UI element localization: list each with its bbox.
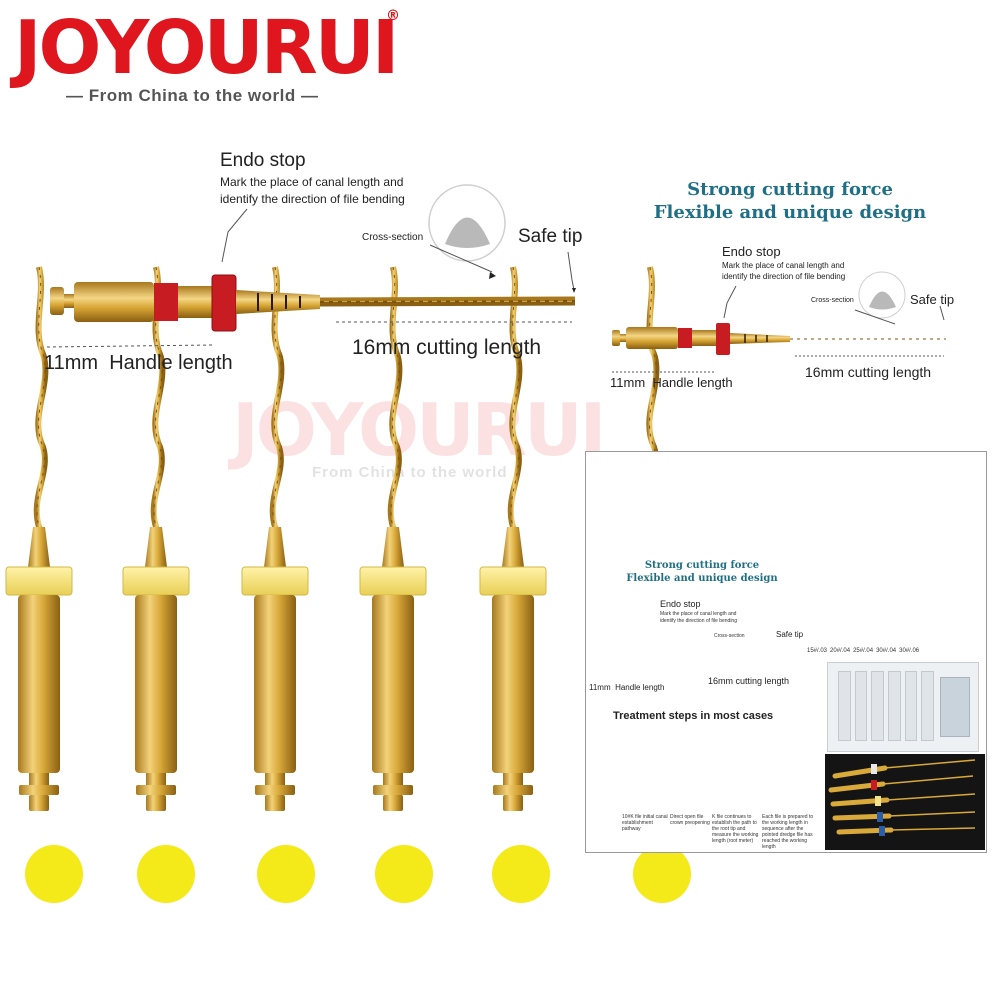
watermark-logo: JOYOURUI [232,388,606,472]
size-label-15-03: 15#/.03 [807,648,828,654]
treatment-step-1: 10#K file initial canal establishment pa… [622,814,668,832]
headline-strong-cutting: Strong cutting force [687,179,893,200]
brand-logo: JOYOURUI [14,5,399,91]
right-handle-length-label: 11mm Handle length [610,375,733,390]
endo-stop-desc-2: identify the direction of file bending [220,192,405,206]
inset-cutting-length-label: 16mm cutting length [708,676,790,686]
size-dot-1 [25,845,83,903]
vertical-file-2 [123,267,189,811]
watermark-tagline: From China to the world [312,464,508,481]
size-label-30-04: 30#/.04 [876,648,897,654]
treatment-step-3: K file continues to establish the path t… [712,814,759,844]
size-label-30-06: 30#/.06 [899,648,920,654]
brand-tagline: — From China to the world — [66,86,319,105]
size-label-20-04: 20#/.04 [830,648,851,654]
safe-tip-label: Safe tip [518,226,583,247]
horizontal-file-small [612,271,946,373]
size-dot-6 [633,845,691,903]
handle-length-label: 11mm Handle length [44,352,233,374]
right-endo-stop-title: Endo stop [722,244,781,259]
blister-pack-image [827,662,979,752]
cutting-length-label: 16mm cutting length [352,336,542,359]
vertical-file-3 [242,267,308,811]
vertical-file-1 [6,267,72,811]
inset-endo-stop-desc-2: identify the direction of file bending [660,618,737,624]
cross-section-label: Cross-section [362,232,424,243]
registered-mark: ® [386,8,400,24]
headline-flexible-design: Flexible and unique design [653,202,927,223]
endo-stop-title: Endo stop [220,150,306,171]
size-label-25-04: 25#/.04 [853,648,874,654]
size-dot-5 [492,845,550,903]
right-cutting-length-label: 16mm cutting length [805,364,932,380]
product-photo [825,754,985,850]
treatment-steps-title: Treatment steps in most cases [613,710,774,722]
inset-handle-length-label: 11mm Handle length [589,683,665,692]
inset-endo-stop-desc-1: Mark the place of canal length and [660,611,737,617]
horizontal-file-large [50,274,576,332]
inset-headline-2: Flexible and unique design [626,573,778,584]
inset-size-labels: 15#/.03 20#/.04 25#/.04 30#/.04 30#/.06 [807,648,919,654]
right-endo-stop-desc-1: Mark the place of canal length and [722,261,845,270]
main-leader-lines [46,208,575,348]
treatment-step-2: Direct open file crown preopening [670,814,710,826]
right-endo-stop-desc-2: identify the direction of file bending [722,272,846,281]
right-cross-section-label: Cross-section [811,297,854,304]
treatment-step-4: Each file is prepared to the working len… [762,814,814,850]
size-dot-2 [137,845,195,903]
right-safe-tip-label: Safe tip [910,292,955,307]
size-dot-4 [375,845,433,903]
inset-headline-1: Strong cutting force [644,560,760,571]
size-dot-3 [257,845,315,903]
inset-cross-section-label: Cross-section [714,633,745,639]
inset-safe-tip-label: Safe tip [776,630,804,639]
endo-stop-desc-1: Mark the place of canal length and [220,175,404,189]
inset-endo-stop-title: Endo stop [660,599,701,609]
